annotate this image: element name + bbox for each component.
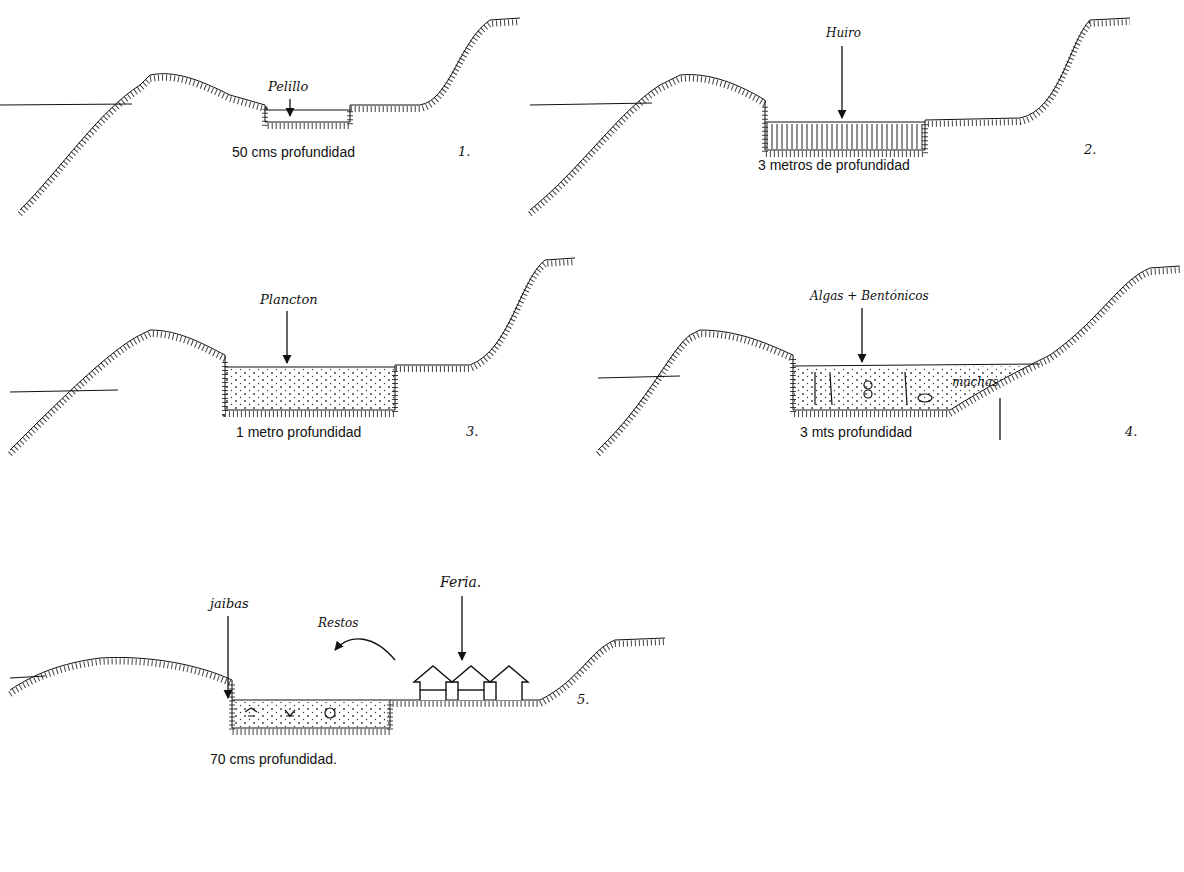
species-label: Huiro xyxy=(826,27,861,40)
species-label: jaibas xyxy=(210,597,249,611)
panel-number: 1. xyxy=(458,145,470,159)
depth-label: 1 metro profundidad xyxy=(236,425,361,440)
depth-label: 50 cms profundidad xyxy=(232,145,355,160)
note-label: Feria. xyxy=(440,575,481,590)
depth-label: 70 cms profundidad. xyxy=(210,752,337,767)
panel-number: 4. xyxy=(1125,425,1137,439)
species-label: Pelillo xyxy=(268,80,308,94)
panel-number: 3. xyxy=(466,425,478,439)
note-label: Restos xyxy=(318,617,359,630)
species-label: machas xyxy=(952,376,998,389)
species-label: Plancton xyxy=(260,293,318,307)
depth-label: 3 mts profundidad xyxy=(800,425,912,440)
depth-label: 3 metros de profundidad xyxy=(758,158,910,173)
panel-number: 5. xyxy=(577,693,589,707)
panel-number: 2. xyxy=(1084,143,1096,157)
species-label: Algas + Bentónicos xyxy=(810,290,929,303)
